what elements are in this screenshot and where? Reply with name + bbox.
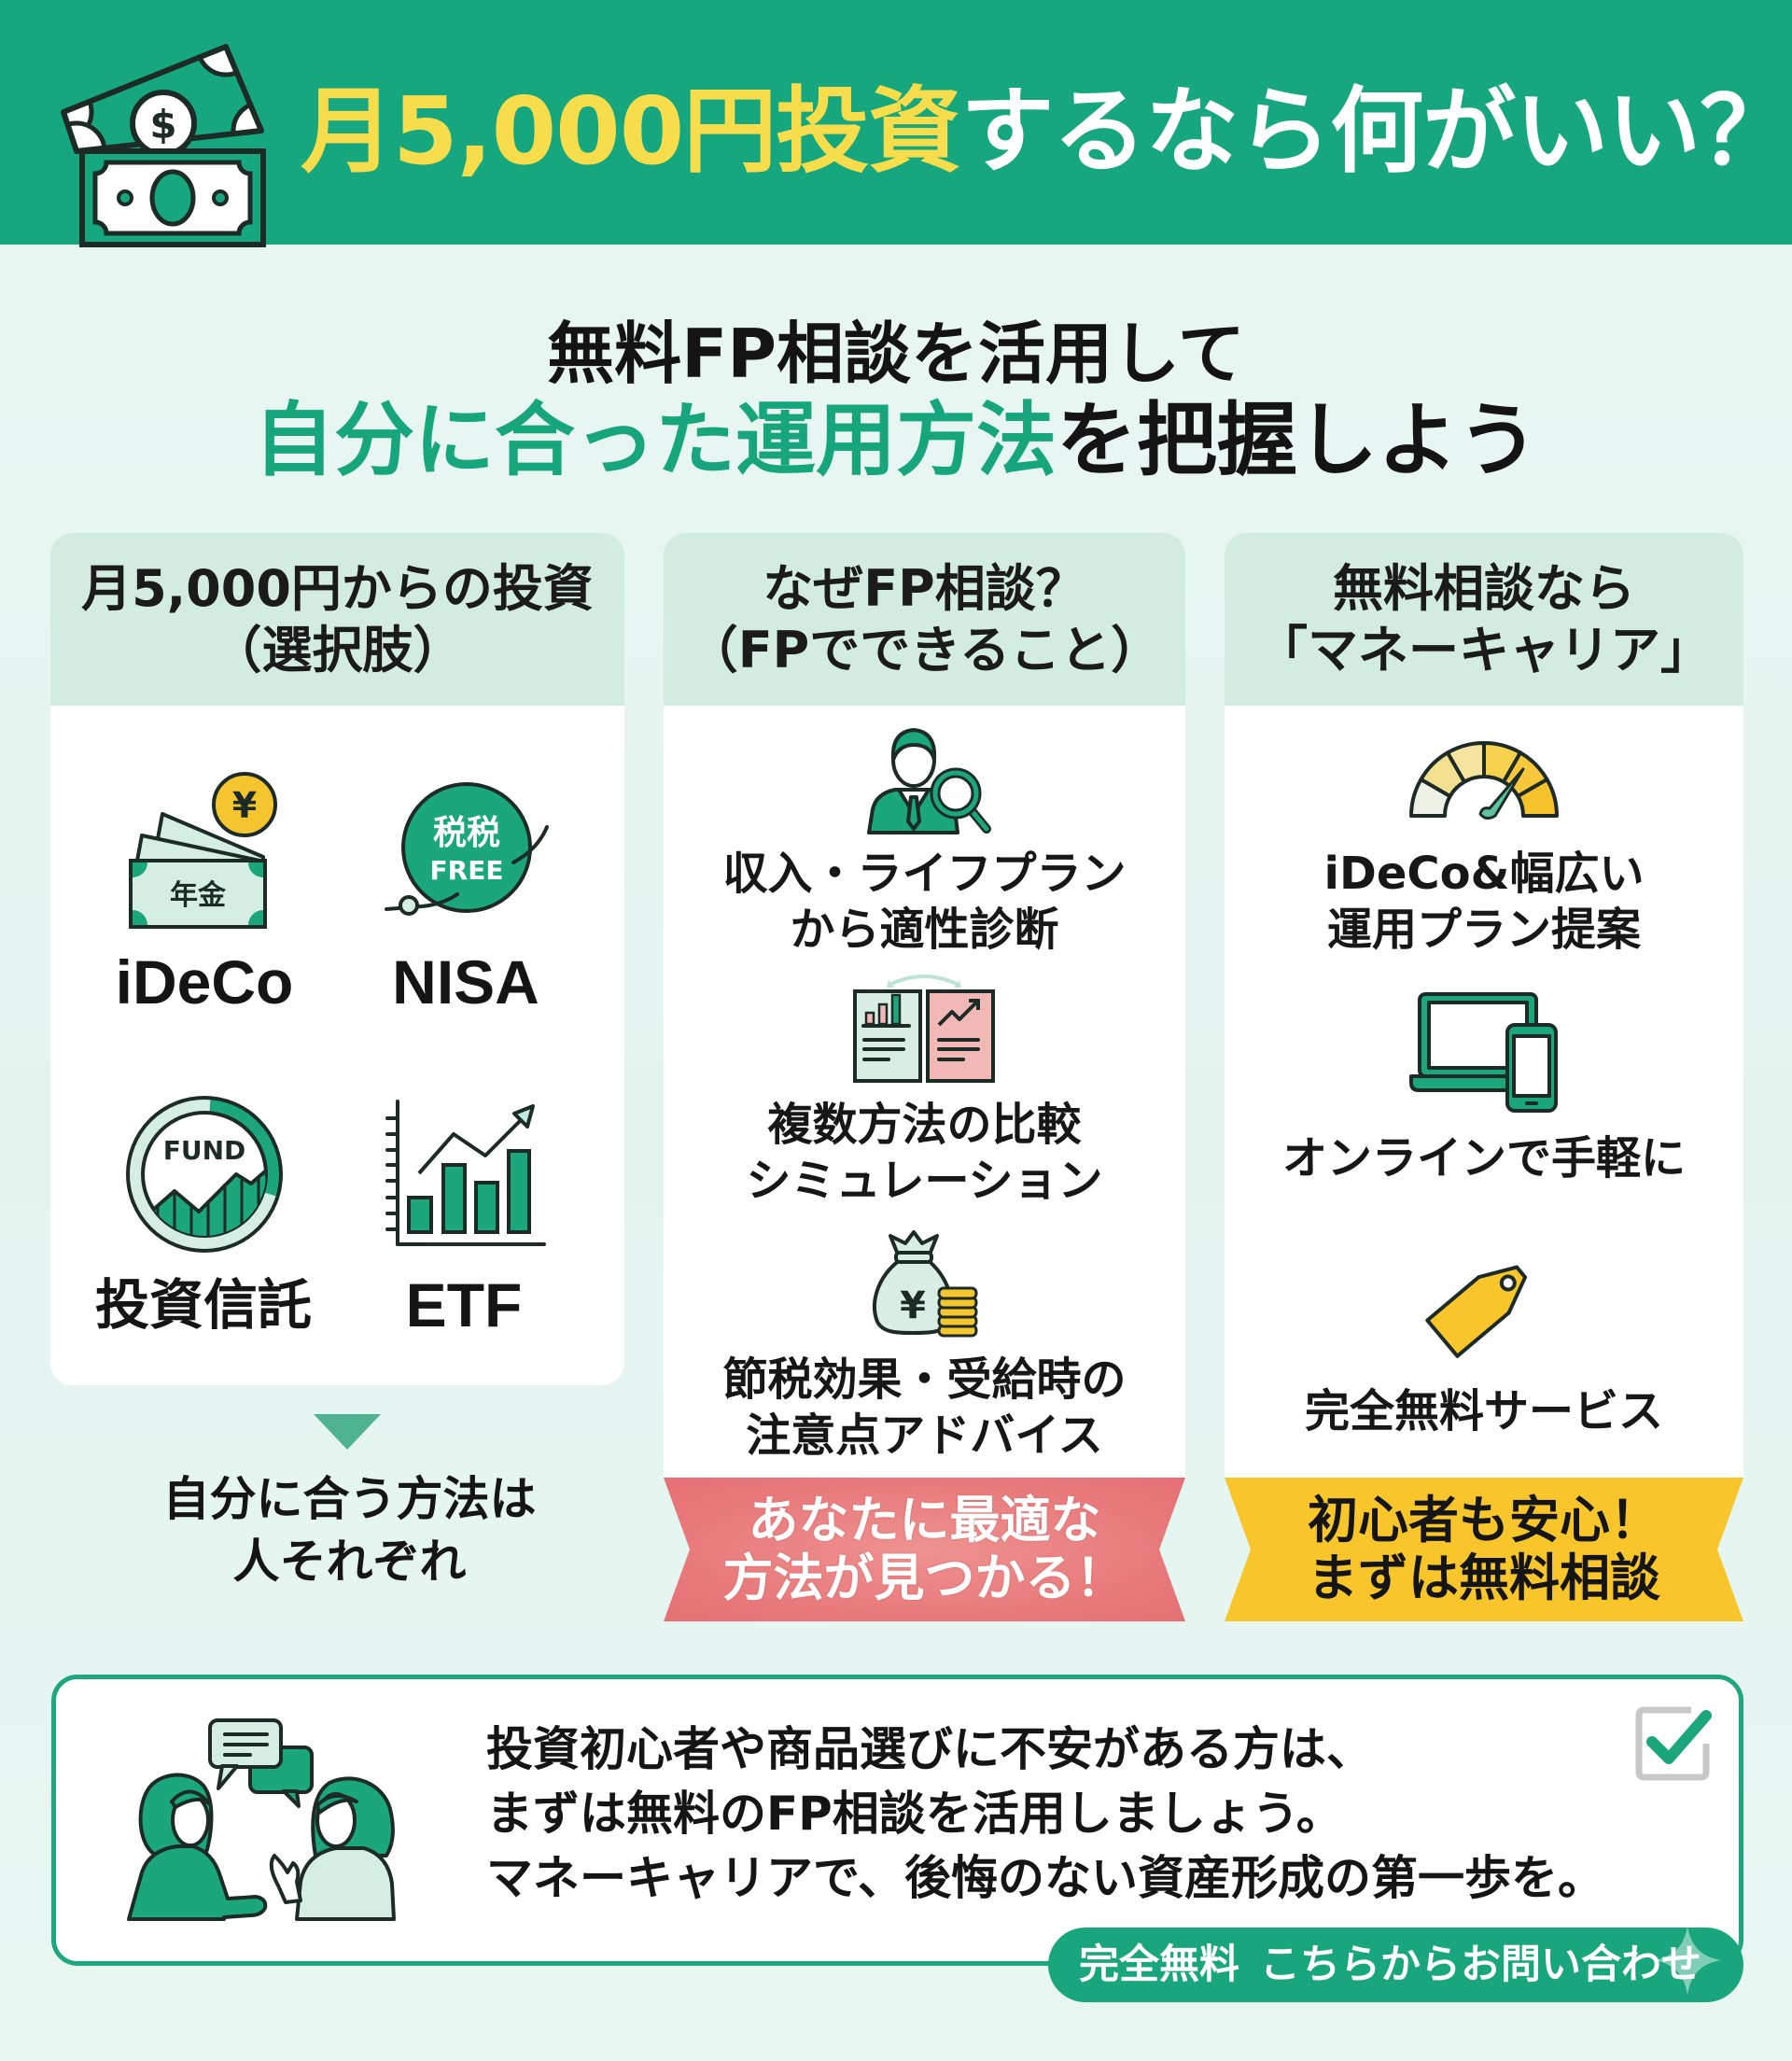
- coin-symbol: $: [149, 102, 176, 147]
- card-title: 無料相談なら: [1333, 558, 1635, 618]
- option-label-etf: ETF: [405, 1270, 523, 1339]
- icon-text: FREE: [430, 855, 504, 886]
- advisor-magnifier-icon: [863, 719, 994, 835]
- button-prefix: 完全無料: [1079, 1942, 1239, 1988]
- headline-line-2: 自分に合った運用方法を把握しよう: [0, 394, 1792, 487]
- ribbon-banner-best-method: あなたに最適な 方法が見つかる！: [664, 1478, 1185, 1621]
- feature-line-1: 完全無料サービス: [1304, 1385, 1663, 1437]
- headline-highlight: 自分に合った運用方法: [254, 394, 1057, 487]
- card-1-conclusion: 自分に合う方法は 人それぞれ: [63, 1468, 637, 1593]
- option-label-ideco: iDeCo: [115, 947, 294, 1016]
- card-header: 月5,000円からの投資 （選択肢）: [50, 533, 624, 706]
- feature-tax-advice: 節税効果・受給時の 注意点アドバイス: [664, 1352, 1185, 1464]
- headline-line-1: 無料FP相談を活用して: [547, 315, 1245, 393]
- feature-line-1: 節税効果・受給時の: [722, 1353, 1127, 1406]
- card-investment-options: 月5,000円からの投資 （選択肢） 年金 ¥ iDeCo 税税: [50, 533, 624, 1385]
- conclusion-line-1: 自分に合う方法は: [162, 1472, 537, 1526]
- option-label-nisa: NISA: [392, 947, 539, 1016]
- pension-bills-icon: 年金 ¥: [123, 771, 282, 930]
- coin-symbol: ¥: [232, 785, 257, 826]
- fund-chart-icon: FUND: [120, 1090, 288, 1258]
- banner-line-2: まずは無料相談: [1308, 1549, 1660, 1607]
- laptop-phone-icon: [1407, 991, 1561, 1113]
- card-subtitle: 「マネーキャリア」: [1257, 620, 1711, 680]
- feature-line-2: 運用プラン提案: [1326, 904, 1641, 956]
- consultation-people-icon: [119, 1716, 420, 1923]
- icon-text: FUND: [163, 1135, 246, 1166]
- feature-line-1: 複数方法の比較: [767, 1099, 1082, 1151]
- icon-text: 税税: [433, 814, 500, 852]
- banner-line-1: あなたに最適な: [748, 1491, 1101, 1549]
- card-title: なぜFP相談？: [763, 558, 1086, 618]
- card-subtitle: （FPでできること）: [687, 620, 1162, 680]
- card-money-career: 無料相談なら 「マネーキャリア」 iDeCo&幅広い 運用プラン提案: [1225, 533, 1743, 1478]
- button-label: こちらからお問い合わせ: [1260, 1942, 1701, 1988]
- checkbox-checked-icon: [1635, 1704, 1714, 1783]
- conclusion-line-2: 人それぞれ: [232, 1535, 467, 1589]
- feature-line-2: から適性診断: [790, 904, 1059, 956]
- headline-rest: を把握しよう: [1057, 394, 1538, 487]
- banner-line-2: 方法が見つかる！: [722, 1549, 1127, 1607]
- option-label-investment-trust: 投資信託: [94, 1273, 312, 1337]
- feature-free-service: 完全無料サービス: [1225, 1383, 1743, 1439]
- feature-line-1: 収入・ライフプラン: [722, 848, 1127, 900]
- feature-online: オンラインで手軽に: [1225, 1130, 1743, 1186]
- coin-symbol: ¥: [900, 1284, 926, 1327]
- ribbon-banner-free-consult: 初心者も安心！ まずは無料相談: [1225, 1478, 1743, 1621]
- money-bag-icon: ¥: [870, 1228, 982, 1340]
- feature-line-2: 注意点アドバイス: [746, 1409, 1103, 1462]
- card-subtitle: （選択肢）: [211, 620, 464, 680]
- feature-line-1: オンラインで手軽に: [1281, 1132, 1686, 1185]
- compare-documents-icon: [851, 971, 995, 1085]
- feature-diagnosis: 収入・ライフプラン から適性診断: [664, 846, 1185, 958]
- cta-line-3: マネーキャリアで、後悔のない資産形成の第一歩を。: [486, 1851, 1604, 1905]
- card-header: なぜFP相談？ （FPでできること）: [664, 533, 1185, 706]
- cta-line-1: 投資初心者や商品選びに不安がある方は、: [486, 1722, 1373, 1776]
- price-tag-icon: [1422, 1243, 1544, 1365]
- feature-plan-proposal: iDeCo&幅広い 運用プラン提案: [1225, 846, 1743, 958]
- tax-free-badge-icon: 税税 FREE: [383, 773, 560, 927]
- banner-line-1: 初心者も安心！: [1308, 1491, 1660, 1549]
- gauge-icon: [1407, 734, 1561, 822]
- card-why-fp: なぜFP相談？ （FPでできること） 収入・ライフプラン から適性診断: [664, 533, 1185, 1478]
- cta-line-2: まずは無料のFP相談を活用しましょう。: [486, 1787, 1343, 1841]
- down-arrow-icon: [314, 1414, 381, 1450]
- sparkle-icon: [1654, 1925, 1721, 1996]
- feature-simulation: 複数方法の比較 シミュレーション: [664, 1097, 1185, 1209]
- feature-line-1: iDeCo&幅広い: [1323, 848, 1645, 900]
- feature-line-2: シミュレーション: [746, 1155, 1103, 1207]
- header-banner: $ 月5,000円投資するなら何がいい？: [0, 0, 1792, 247]
- cta-message: 投資初心者や商品選びに不安がある方は、 まずは無料のFP相談を活用しましょう。 …: [486, 1718, 1604, 1911]
- title-highlight: 月5,000円投資: [301, 77, 961, 186]
- title-rest: するなら何がいい？: [960, 77, 1792, 186]
- page-title: 月5,000円投資するなら何がいい？: [301, 71, 1792, 192]
- card-header: 無料相談なら 「マネーキャリア」: [1225, 533, 1743, 706]
- contact-button[interactable]: 完全無料こちらからお問い合わせ: [1048, 1928, 1743, 2002]
- card-title: 月5,000円からの投資: [81, 558, 594, 618]
- icon-text: 年金: [170, 879, 227, 912]
- money-bills-icon: $: [56, 37, 271, 247]
- bar-chart-icon: [378, 1097, 551, 1251]
